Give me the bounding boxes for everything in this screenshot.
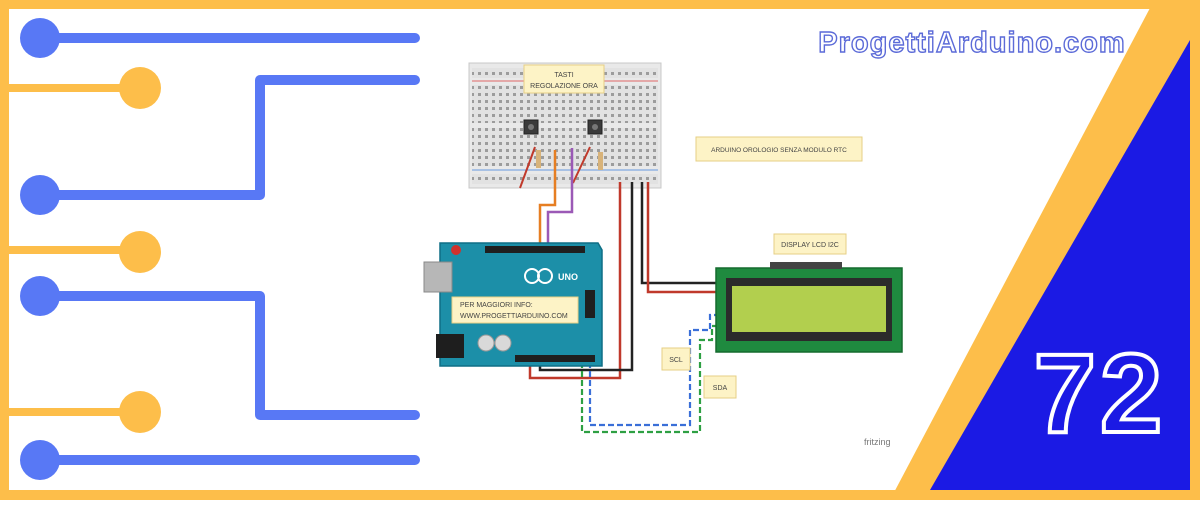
breadboard-note: TASTI REGOLAZIONE ORA <box>523 64 605 94</box>
usb-port <box>423 261 453 293</box>
fritzing-credit: fritzing <box>864 437 891 447</box>
site-name: ProgettiArduino.com <box>818 27 1125 59</box>
title-note-text: ARDUINO OROLOGIO SENZA MODULO RTC <box>711 147 847 154</box>
circuit-traces-decoration <box>8 18 420 480</box>
info-note-line1: PER MAGGIORI INFO: <box>460 302 533 309</box>
sda-note-text: SDA <box>713 385 728 392</box>
reset-button <box>451 245 461 255</box>
scl-note: SCL <box>661 347 691 371</box>
sda-note: SDA <box>703 375 737 399</box>
info-note: PER MAGGIORI INFO: WWW.PROGETTIARDUINO.C… <box>451 296 579 324</box>
resistor <box>598 152 603 170</box>
blue-triangle <box>930 40 1190 490</box>
breadboard-note-line1: TASTI <box>554 72 573 79</box>
episode-number: 72 <box>1034 331 1167 456</box>
breadboard-note-line2: REGOLAZIONE ORA <box>530 83 598 90</box>
info-note-line2: WWW.PROGETTIARDUINO.COM <box>460 313 568 320</box>
board-brand-label: UNO <box>558 272 578 282</box>
power-jack <box>436 334 464 358</box>
lcd-display <box>715 262 903 353</box>
title-note: ARDUINO OROLOGIO SENZA MODULO RTC <box>695 136 863 162</box>
lcd-note-text: DISPLAY LCD I2C <box>781 242 839 249</box>
resistor <box>536 150 541 168</box>
scl-note-text: SCL <box>669 357 683 364</box>
lcd-note: DISPLAY LCD I2C <box>773 233 847 255</box>
